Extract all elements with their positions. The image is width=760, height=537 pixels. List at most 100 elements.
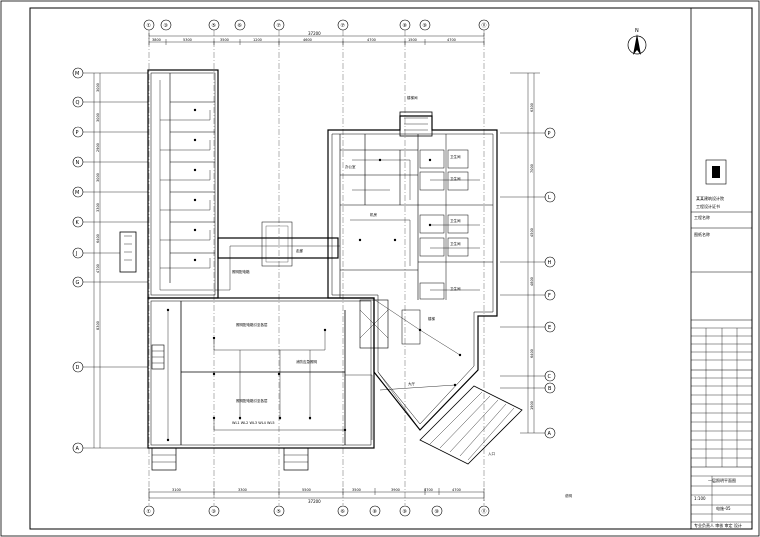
svg-text:③: ③ — [164, 23, 168, 29]
drawing-title: 一层照明平面图 — [708, 477, 736, 483]
legend-note: 说明 — [565, 493, 573, 498]
svg-text:6400: 6400 — [96, 234, 100, 243]
svg-text:①: ① — [147, 23, 152, 29]
svg-text:3300: 3300 — [96, 203, 100, 212]
north-arrow-icon: N — [627, 28, 647, 55]
svg-text:G: G — [76, 280, 80, 286]
svg-text:N: N — [635, 28, 639, 34]
grid-axis-left: M Q P N M K J G D A — [72, 67, 84, 454]
svg-text:⑧: ⑧ — [373, 509, 378, 515]
svg-text:3800: 3800 — [152, 38, 161, 42]
dimension-right — [500, 72, 545, 434]
company-name-1: 某某建筑设计院 — [696, 195, 724, 201]
drawing-label: 图纸名称 — [694, 231, 710, 237]
svg-text:3300: 3300 — [238, 488, 247, 492]
svg-text:2900: 2900 — [96, 143, 100, 152]
svg-text:5300: 5300 — [183, 38, 192, 42]
svg-text:3000: 3000 — [96, 173, 100, 182]
company-name-2: 工程设计证书 — [696, 203, 720, 209]
svg-text:4700: 4700 — [424, 488, 433, 492]
svg-text:L: L — [548, 195, 551, 201]
svg-text:4700: 4700 — [367, 38, 376, 42]
svg-text:3000: 3000 — [96, 113, 100, 122]
svg-text:⑦: ⑦ — [277, 23, 282, 29]
svg-text:1500: 1500 — [408, 38, 417, 42]
svg-text:4700: 4700 — [96, 264, 100, 273]
svg-text:J: J — [75, 251, 77, 257]
svg-text:⑥: ⑥ — [238, 23, 243, 29]
room-label-corridor: 走廊 — [296, 248, 304, 253]
svg-text:6400: 6400 — [530, 349, 534, 358]
room-label-stair-right: 楼梯 — [428, 316, 436, 321]
room-label-unit-b: 卫生间 — [450, 176, 461, 181]
svg-text:⑦: ⑦ — [341, 23, 346, 29]
room-label-hall: 大厅 — [408, 381, 416, 386]
note-center-1: 照明配电箱引至各层 — [236, 322, 268, 327]
svg-text:P: P — [548, 131, 551, 137]
inner-frame — [29, 7, 753, 530]
svg-text:1900: 1900 — [530, 401, 534, 410]
note-center-3: WL1 WL2 WL3 WL4 WL5 — [232, 421, 275, 425]
note-center-2: 照明配电箱引至各层 — [236, 398, 268, 403]
left-dim-labels: 3000 3000 2900 3000 3300 6400 4700 8300 — [96, 83, 100, 330]
dimension-top — [148, 33, 485, 45]
grid-axis-top: ① ③ ⑤ ⑥ ⑦ ⑦ ⑧ ⑨ ⑪ — [143, 19, 490, 31]
svg-text:3900: 3900 — [391, 488, 400, 492]
right-dim-labels: 6300 7000 4500 4800 6400 1900 — [530, 103, 534, 410]
grid-axis-right: P L H F E C B A — [544, 127, 556, 439]
room-label-stair-top: 楼梯间 — [407, 95, 418, 100]
room-label-entry: 入口 — [488, 451, 496, 456]
svg-text:⑪: ⑪ — [482, 508, 487, 515]
room-label-unit-c: 卫生间 — [450, 218, 461, 223]
overall-dim-bottom: 37200 — [308, 499, 321, 504]
svg-text:8300: 8300 — [96, 321, 100, 330]
room-label-mech: 机房 — [370, 212, 378, 217]
svg-text:M: M — [75, 71, 79, 77]
electrical-wiring — [159, 80, 480, 440]
svg-text:D: D — [76, 365, 80, 371]
svg-text:①: ① — [147, 509, 152, 515]
sheet-number: 电施-05 — [716, 505, 731, 511]
svg-text:⑨: ⑨ — [423, 23, 427, 29]
svg-text:Q: Q — [76, 100, 80, 106]
grid-axis-bottom: ① ③ ⑤ ⑥ ⑧ ⑨ ⑩ ⑪ — [143, 505, 490, 517]
svg-text:B: B — [548, 386, 552, 392]
svg-text:1200: 1200 — [253, 38, 262, 42]
svg-text:4600: 4600 — [303, 38, 312, 42]
svg-text:C: C — [548, 374, 552, 380]
svg-text:3000: 3000 — [96, 83, 100, 92]
svg-text:⑧: ⑧ — [403, 23, 408, 29]
room-labels: 楼梯间 卫生间 卫生间 卫生间 卫生间 卫生间 办公室 机房 走廊 大厅 楼梯 … — [232, 95, 496, 456]
svg-text:⑩: ⑩ — [435, 509, 440, 515]
svg-text:⑨: ⑨ — [403, 509, 407, 515]
svg-text:A: A — [76, 446, 80, 452]
svg-text:H: H — [548, 260, 552, 266]
svg-text:③: ③ — [212, 509, 216, 515]
building-walls — [119, 69, 523, 471]
svg-text:⑥: ⑥ — [341, 509, 346, 515]
svg-text:3100: 3100 — [172, 488, 181, 492]
project-label: 工程名称 — [694, 214, 710, 220]
svg-text:P: P — [76, 130, 79, 136]
overall-dim-top: 37200 — [308, 31, 321, 36]
room-label-unit-e: 卫生间 — [450, 286, 461, 291]
light-fixtures — [166, 108, 462, 442]
dimension-left — [83, 72, 148, 449]
title-footer: 专业负责人 审核 审定 设计 — [694, 522, 742, 528]
room-label-unit-a: 卫生间 — [450, 154, 461, 159]
bottom-dim-labels: 3100 3300 5500 3500 3900 4700 4700 — [172, 488, 461, 492]
svg-text:⑤: ⑤ — [212, 23, 216, 29]
room-label-office: 办公室 — [345, 164, 356, 169]
grid-lines — [148, 30, 485, 505]
svg-text:4800: 4800 — [530, 277, 534, 286]
svg-text:5500: 5500 — [302, 488, 311, 492]
room-label-unit-d: 卫生间 — [450, 241, 461, 246]
note-right: 消防应急照明 — [296, 359, 317, 364]
svg-text:4700: 4700 — [447, 38, 456, 42]
svg-text:K: K — [76, 220, 80, 226]
svg-text:7000: 7000 — [530, 164, 534, 173]
svg-text:4700: 4700 — [452, 488, 461, 492]
